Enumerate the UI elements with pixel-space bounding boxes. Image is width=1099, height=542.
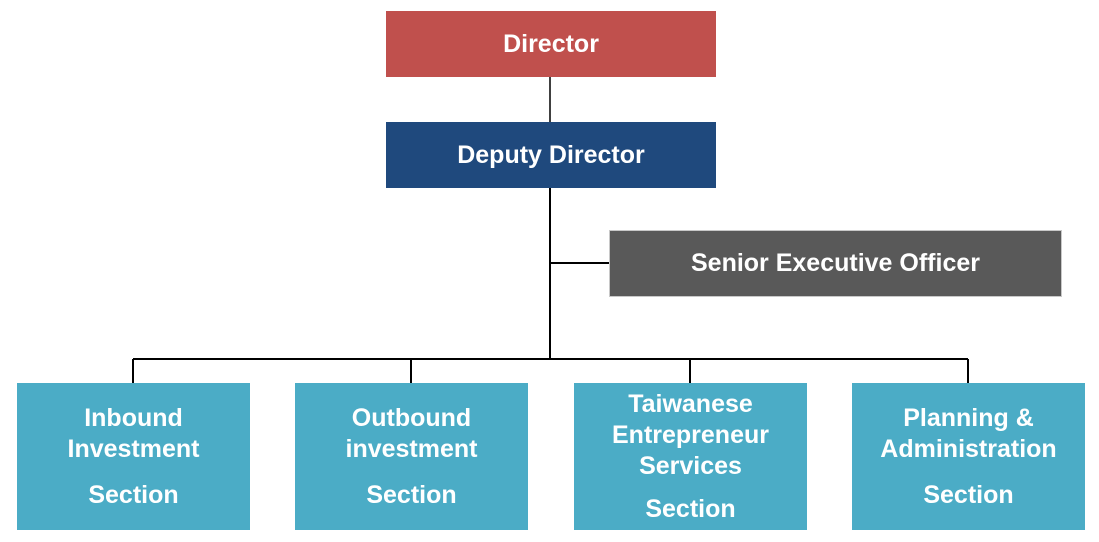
section-name-line: Outbound [351,403,472,432]
section-name-line: Investment [67,434,200,463]
section-name-line: Planning & [903,403,1034,432]
section-name-line: Services [639,451,742,480]
section-suffix: Section [88,480,179,509]
section-box-taiwanese-entrepreneur-services: Taiwanese Entrepreneur Services Section [574,383,807,530]
section-name-line: investment [345,434,478,463]
section-suffix: Section [366,480,457,509]
section-name-line: Administration [880,434,1057,463]
section-box-inbound-investment: Inbound Investment Section [17,383,250,530]
senior-executive-officer-label: Senior Executive Officer [690,249,980,277]
deputy-director-label: Deputy Director [457,140,645,169]
deputy-director-box: Deputy Director [386,122,716,188]
section-suffix: Section [923,480,1014,509]
director-label: Director [503,29,599,58]
section-suffix: Section [645,494,736,523]
section-name-line: Inbound [84,403,183,432]
section-name-line: Entrepreneur [612,420,769,449]
section-box-outbound-investment: Outbound investment Section [295,383,528,530]
director-box: Director [386,11,716,77]
section-box-planning-administration: Planning & Administration Section [852,383,1085,530]
senior-executive-officer-box: Senior Executive Officer [609,230,1062,297]
section-name-line: Taiwanese [628,389,753,418]
